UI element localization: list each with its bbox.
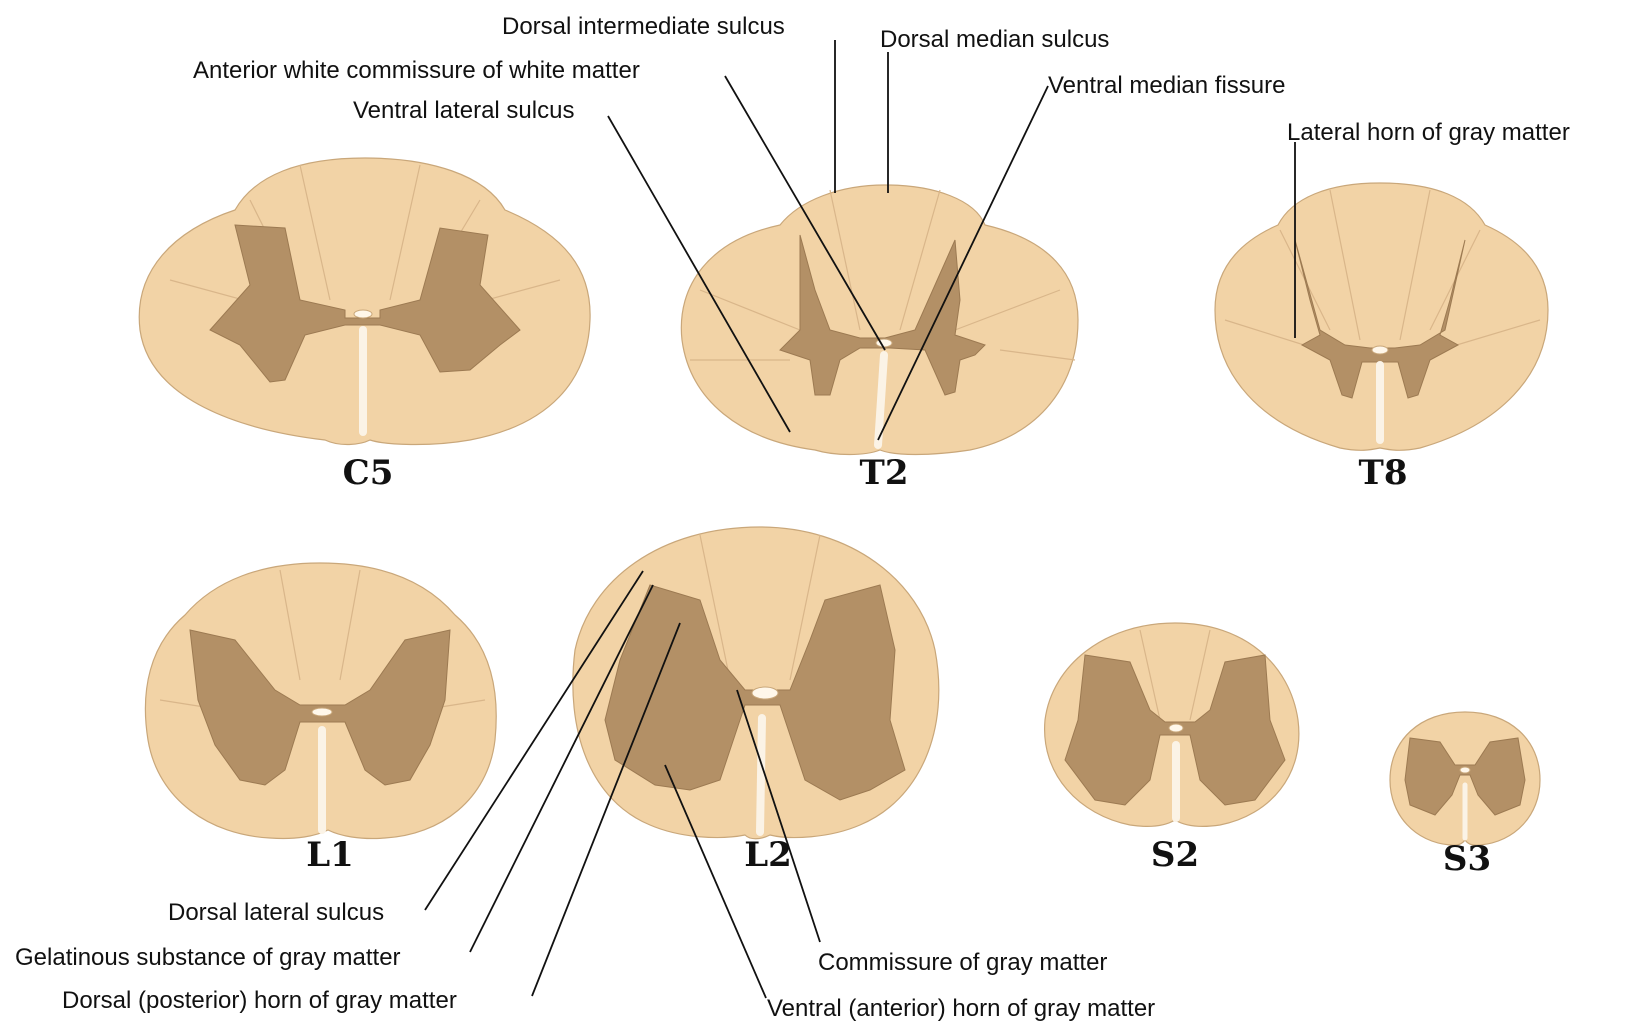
segment-label-t8: T8 (1359, 453, 1408, 493)
section-s3: S3 (1390, 712, 1540, 879)
section-l2: L2 (573, 527, 939, 875)
segment-label-c5: C5 (343, 453, 394, 493)
label-ventral-median-fissure: Ventral median fissure (1048, 72, 1285, 99)
structure-labels: Dorsal intermediate sulcus Dorsal median… (15, 13, 1570, 1022)
section-s2: S2 (1045, 623, 1299, 875)
segment-label-t2: T2 (860, 453, 909, 493)
label-ventral-horn: Ventral (anterior) horn of gray matter (767, 995, 1155, 1022)
label-anterior-white-commissure: Anterior white commissure of white matte… (193, 57, 640, 84)
label-ventral-lateral-sulcus: Ventral lateral sulcus (353, 97, 574, 124)
label-gelatinous-substance: Gelatinous substance of gray matter (15, 944, 401, 971)
label-dorsal-median-sulcus: Dorsal median sulcus (880, 26, 1109, 53)
section-t2: T2 (681, 185, 1078, 493)
section-l1: L1 (145, 563, 496, 875)
segment-label-s3: S3 (1443, 839, 1491, 879)
label-dorsal-lateral-sulcus: Dorsal lateral sulcus (168, 899, 384, 926)
label-dorsal-intermediate-sulcus: Dorsal intermediate sulcus (502, 13, 785, 40)
section-t8: T8 (1215, 183, 1548, 493)
segment-label-l1: L1 (306, 835, 354, 875)
label-lateral-horn: Lateral horn of gray matter (1287, 119, 1570, 146)
label-dorsal-horn: Dorsal (posterior) horn of gray matter (62, 987, 457, 1014)
section-c5: C5 (139, 158, 590, 493)
segment-label-s2: S2 (1151, 835, 1199, 875)
segment-label-l2: L2 (744, 835, 792, 875)
label-commissure-gray: Commissure of gray matter (818, 949, 1107, 976)
